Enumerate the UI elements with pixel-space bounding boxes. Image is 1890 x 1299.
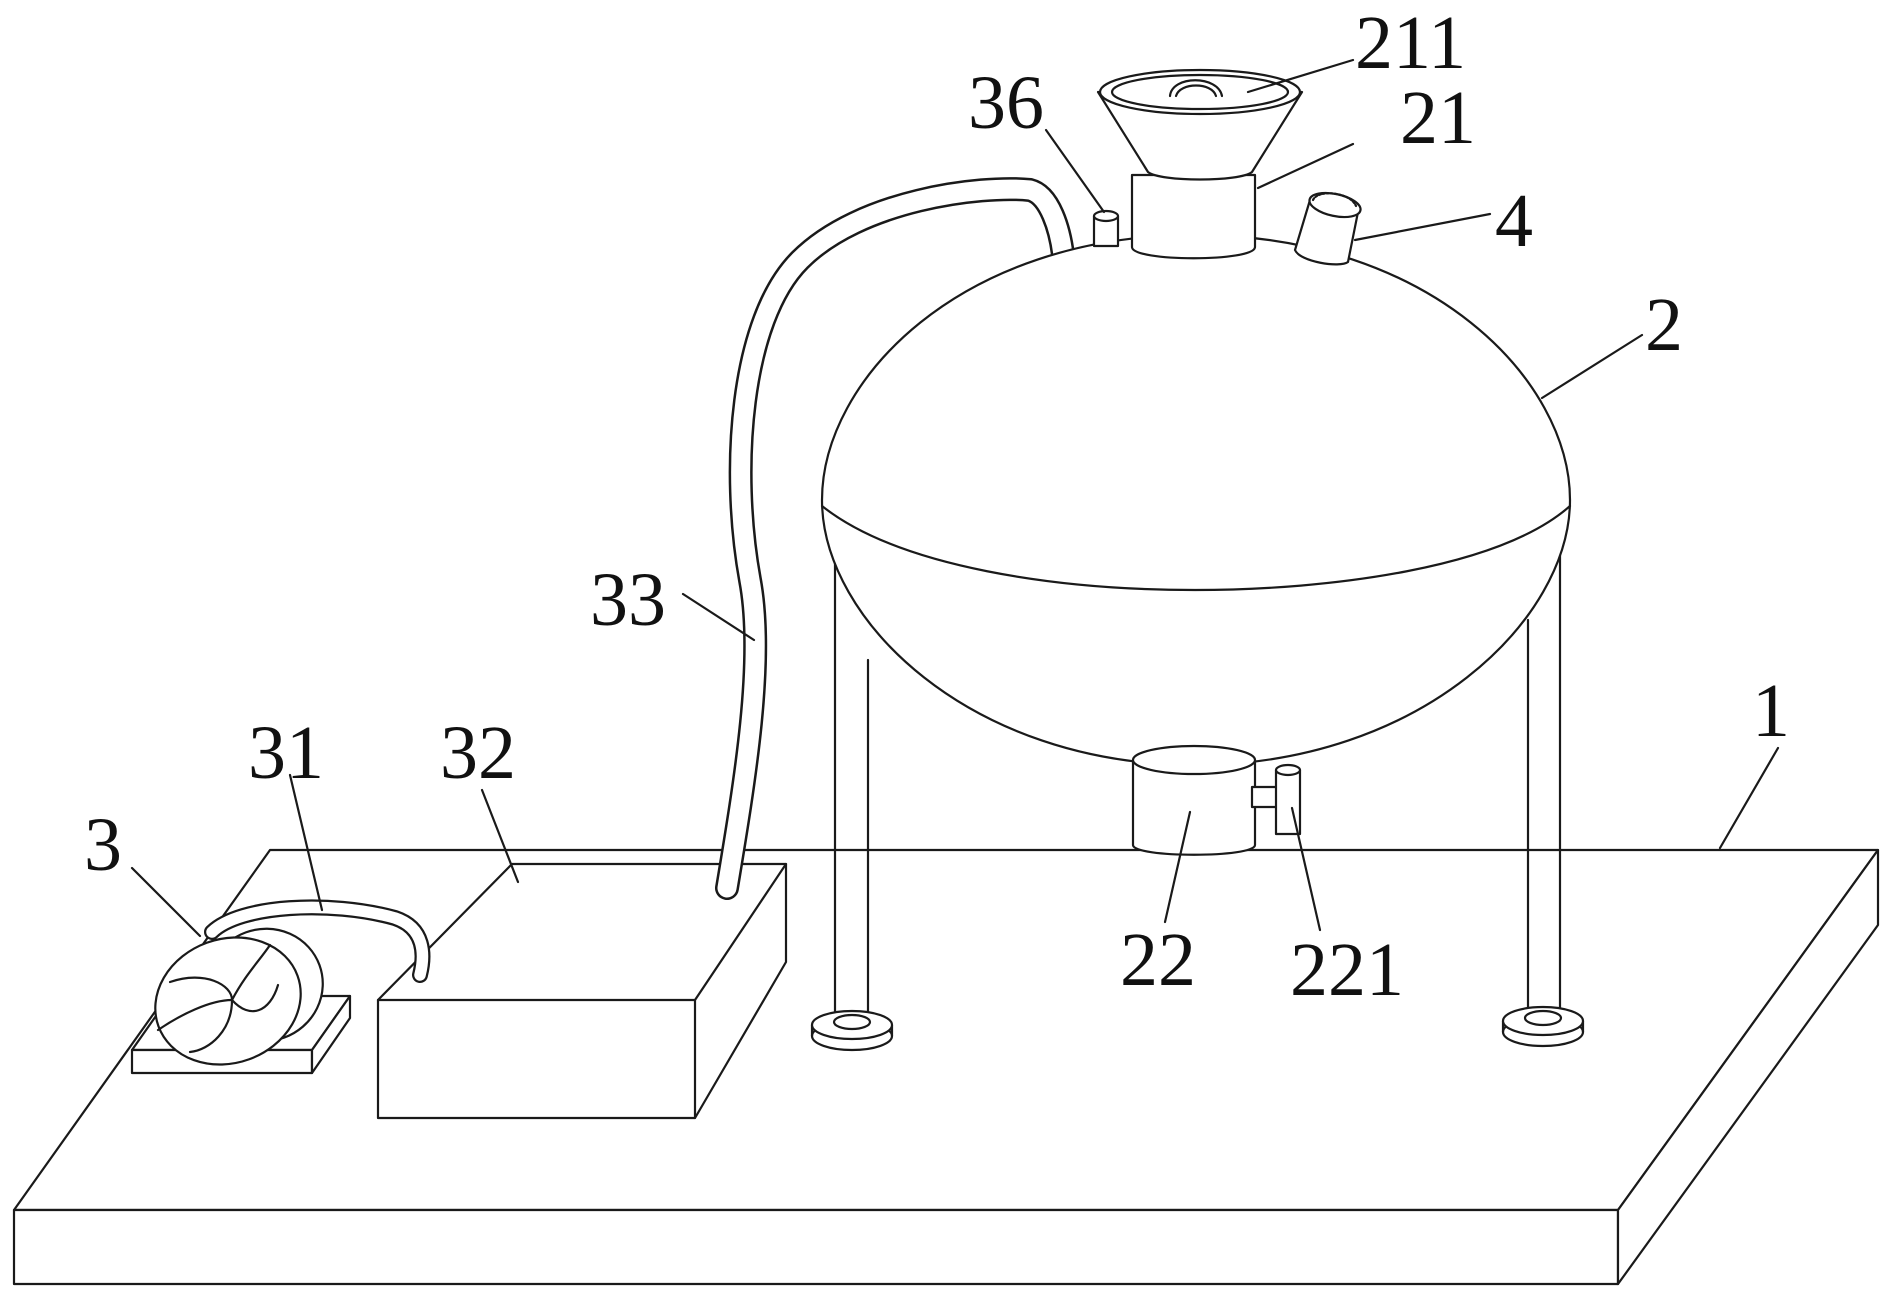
long-hose (715, 177, 1075, 900)
support-legs (810, 518, 1585, 1052)
label-21: 21 (1400, 76, 1476, 160)
label-36: 36 (968, 61, 1044, 145)
vent-cap (1293, 191, 1362, 266)
label-3: 3 (84, 803, 122, 887)
label-1: 1 (1752, 669, 1790, 753)
label-22: 22 (1120, 918, 1196, 1002)
label-4: 4 (1495, 179, 1533, 263)
outlet-valve (1131, 744, 1302, 856)
sphere-tank (820, 233, 1572, 767)
label-33: 33 (590, 558, 666, 642)
small-pipe (1092, 209, 1120, 248)
label-211: 211 (1355, 1, 1466, 85)
label-32: 32 (440, 711, 516, 795)
label-221: 221 (1290, 928, 1404, 1012)
top-inlet (1096, 68, 1304, 260)
small-hose (204, 899, 431, 983)
label-2: 2 (1645, 283, 1683, 367)
leader-lines (130, 58, 1780, 938)
reference-labels: 211 36 21 4 2 33 1 31 32 3 22 221 (84, 1, 1790, 1012)
label-31: 31 (248, 711, 324, 795)
pump (154, 927, 324, 1066)
